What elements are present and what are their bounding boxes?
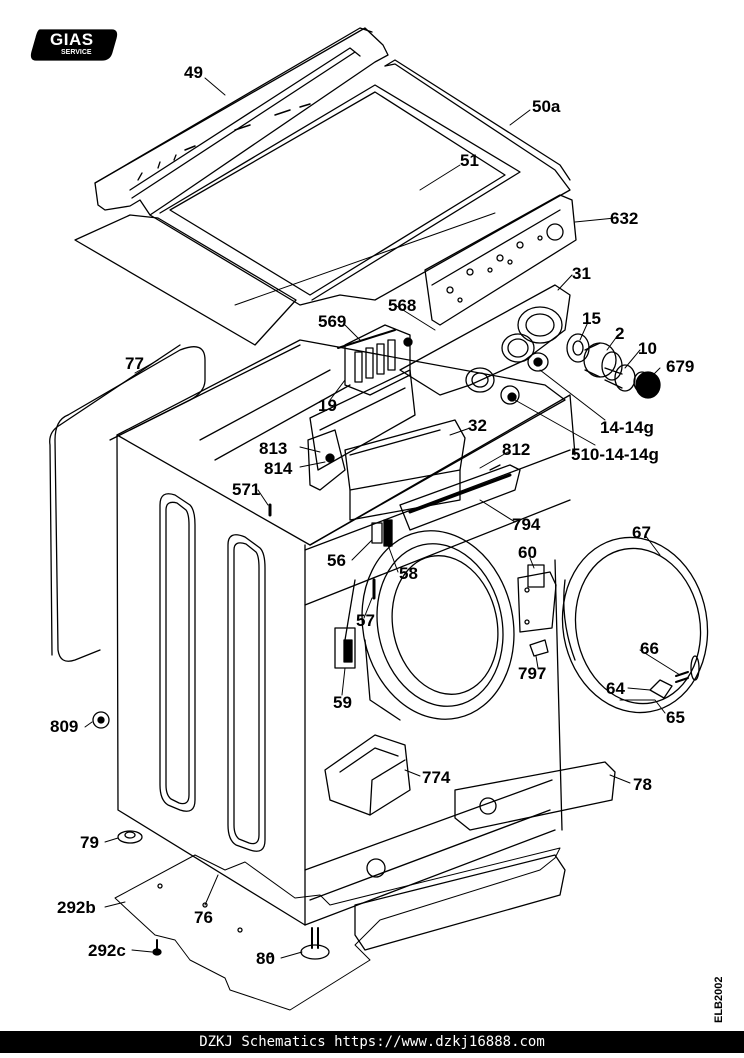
- label-568: 568: [388, 296, 417, 315]
- small-knob-14: [500, 352, 549, 405]
- porthole-opening: [361, 530, 515, 721]
- label-77: 77: [125, 354, 144, 373]
- label-632: 632: [610, 209, 639, 228]
- label-64: 64: [606, 679, 625, 698]
- label-814: 814: [264, 459, 293, 478]
- detergent-drawer: [309, 369, 521, 531]
- logo-brand: GIAS: [50, 30, 94, 49]
- label-78: 78: [633, 775, 652, 794]
- label-58: 58: [399, 564, 418, 583]
- door-catch: [529, 639, 549, 657]
- label-56: 56: [327, 551, 346, 570]
- label-2: 2: [615, 324, 625, 343]
- label-794: 794: [512, 515, 541, 534]
- label-32: 32: [468, 416, 487, 435]
- label-679: 679: [666, 357, 695, 376]
- feet-and-caps: [92, 711, 330, 960]
- kickplate: [354, 761, 616, 951]
- drawing-code: ELB2002: [713, 976, 725, 1023]
- footer-banner: DZKJ Schematics https://www.dzkj16888.co…: [0, 1031, 744, 1053]
- label-797: 797: [518, 664, 547, 683]
- base-plate: [114, 847, 561, 1011]
- label-569: 569: [318, 312, 347, 331]
- label-571: 571: [232, 480, 261, 499]
- label-10: 10: [638, 339, 657, 358]
- label-80: 80: [256, 949, 275, 968]
- label-66: 66: [640, 639, 659, 658]
- knob-assembly: [566, 333, 661, 399]
- label-809: 809: [50, 717, 79, 736]
- label-59: 59: [333, 693, 352, 712]
- pump-filter-cover: [324, 734, 411, 816]
- gias-logo-shape: [30, 29, 118, 61]
- leader-lines: [84, 77, 681, 959]
- label-292c: 292c: [88, 941, 126, 960]
- label-57: 57: [356, 611, 375, 630]
- label-60: 60: [518, 543, 537, 562]
- drawer-support: [307, 429, 346, 491]
- seal-gasket: [49, 344, 206, 662]
- label-76: 76: [194, 908, 213, 927]
- cabinet-body: [116, 339, 576, 926]
- logo-sub: SERVICE: [61, 49, 92, 56]
- label-510-14-14g: 510-14-14g: [571, 445, 659, 464]
- label-49: 49: [184, 63, 203, 82]
- label-50a: 50a: [532, 97, 561, 116]
- door-hinge: [517, 564, 557, 633]
- control-panel-back: [424, 194, 577, 326]
- label-79: 79: [80, 833, 99, 852]
- label-774: 774: [422, 768, 451, 787]
- label-14-14g: 14-14g: [600, 418, 654, 437]
- label-67: 67: [632, 523, 651, 542]
- label-51: 51: [460, 151, 479, 170]
- label-31: 31: [572, 264, 591, 283]
- side-embossing: [159, 493, 266, 852]
- label-19: 19: [318, 396, 337, 415]
- label-65: 65: [666, 708, 685, 727]
- label-15: 15: [582, 309, 601, 328]
- worktop-frame: [74, 27, 571, 346]
- label-292b: 292b: [57, 898, 96, 917]
- front-control-panel: [399, 284, 571, 396]
- label-813: 813: [259, 439, 288, 458]
- interlock-parts: [268, 503, 393, 669]
- label-812: 812: [502, 440, 531, 459]
- door-ring: [561, 536, 709, 714]
- microswitch-bank: [337, 324, 413, 396]
